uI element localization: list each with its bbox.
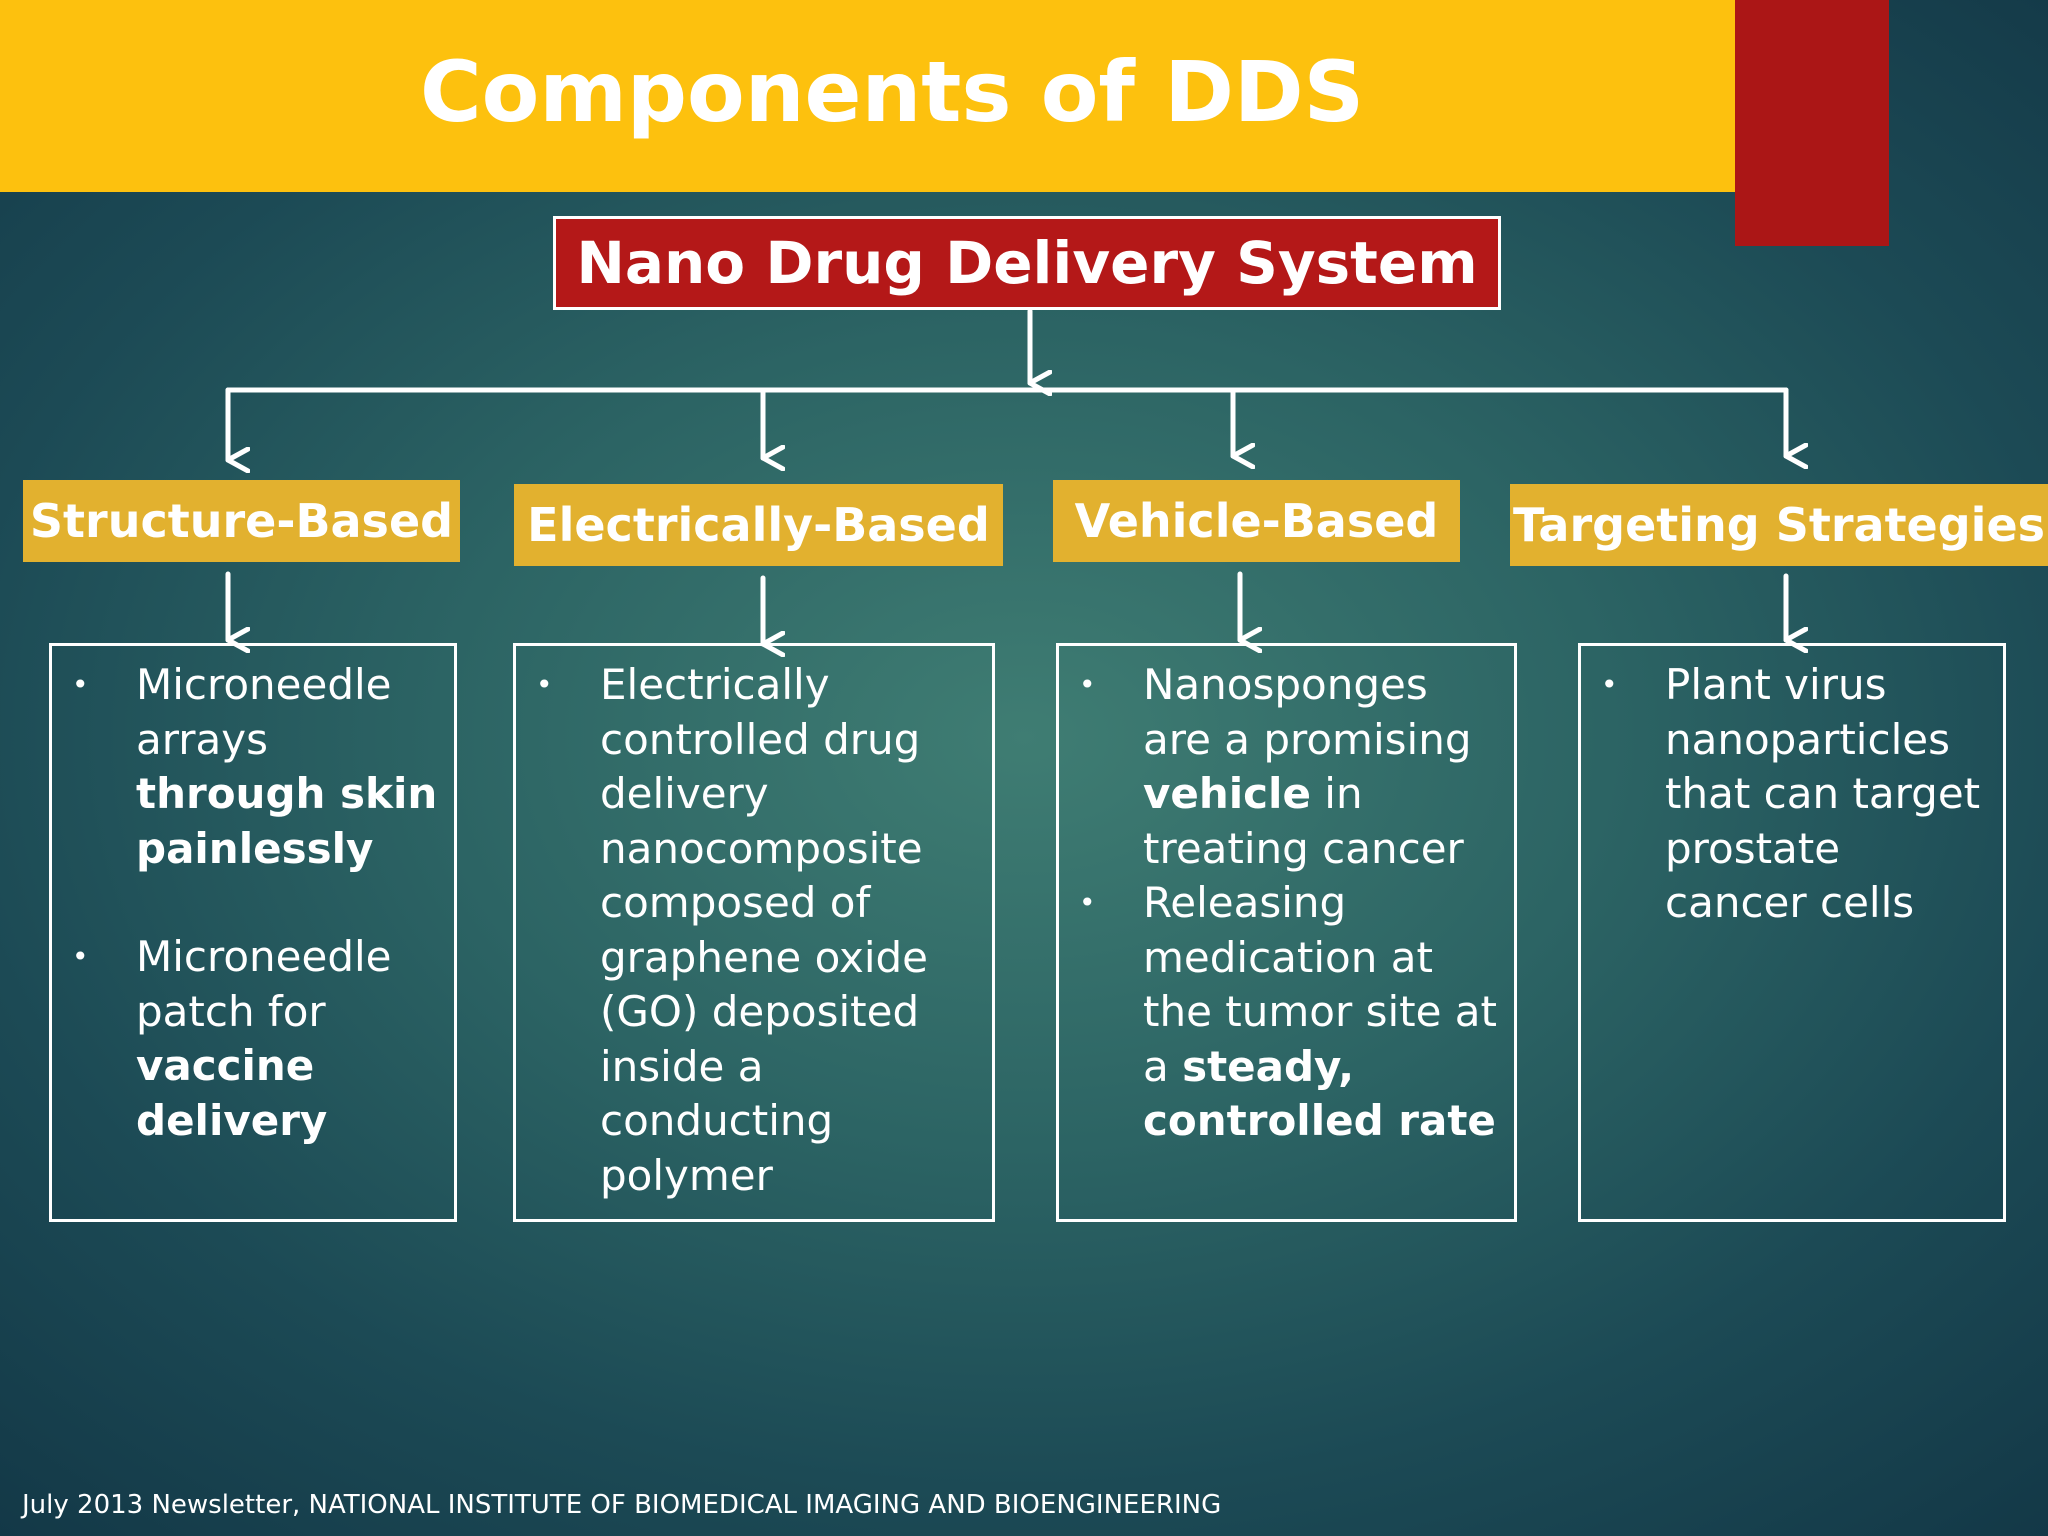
detail-box-vehicle-based: • Nanosponges are a promising vehicle in … [1056, 643, 1517, 1222]
bullet-item: • Releasing medication at the tumor site … [1059, 876, 1506, 1149]
detail-box-targeting-strategies: • Plant virus nanoparticles that can targ… [1578, 643, 2006, 1222]
bullet-list: • Plant virus nanoparticles that can targ… [1581, 658, 1995, 931]
bullet-item: • Microneedle patch for vaccine delivery [52, 930, 446, 1148]
bullet-item: • Microneedle arrays through skin painles… [52, 658, 446, 876]
title-bar [0, 0, 1750, 192]
bullet-icon: • [72, 940, 89, 973]
bullet-text: Nanosponges are a promising vehicle in t… [1143, 660, 1472, 873]
bullet-text: Releasing medication at the tumor site a… [1143, 878, 1498, 1145]
bullet-icon: • [536, 668, 553, 701]
bullet-text: Plant virus nanoparticles that can targe… [1665, 660, 1981, 927]
bullet-icon: • [1079, 886, 1096, 919]
root-node: Nano Drug Delivery System [553, 216, 1501, 310]
bullet-icon: • [1079, 668, 1096, 701]
bullet-text: Microneedle arrays through skin painless… [136, 660, 438, 873]
source-footer: July 2013 Newsletter, NATIONAL INSTITUTE… [22, 1490, 1222, 1520]
accent-red-tab [1735, 0, 1889, 246]
category-label: Electrically-Based [527, 498, 990, 552]
detail-box-electrically-based: • Electrically controlled drug delivery n… [513, 643, 995, 1222]
bullet-icon: • [72, 668, 89, 701]
bullet-icon: • [1601, 668, 1618, 701]
category-label: Structure-Based [29, 494, 454, 548]
slide-title: Components of DDS [420, 43, 1365, 141]
category-structure-based: Structure-Based [23, 480, 460, 562]
bullet-list: • Nanosponges are a promising vehicle in … [1059, 658, 1506, 1149]
bullet-text: Microneedle patch for vaccine delivery [136, 932, 392, 1145]
bullet-item: • Nanosponges are a promising vehicle in … [1059, 658, 1506, 876]
detail-box-structure-based: • Microneedle arrays through skin painles… [49, 643, 457, 1222]
bullet-text: Electrically controlled drug delivery na… [600, 660, 929, 1200]
category-electrically-based: Electrically-Based [514, 484, 1003, 566]
bullet-item: • Electrically controlled drug delivery n… [516, 658, 984, 1203]
bullet-item: • Plant virus nanoparticles that can targ… [1581, 658, 1995, 931]
category-vehicle-based: Vehicle-Based [1053, 480, 1460, 562]
bullet-list: • Microneedle arrays through skin painles… [52, 658, 446, 1148]
root-node-label: Nano Drug Delivery System [576, 229, 1478, 297]
category-label: Targeting Strategies [1512, 498, 2046, 552]
bullet-list: • Electrically controlled drug delivery n… [516, 658, 984, 1203]
category-label: Vehicle-Based [1074, 494, 1439, 548]
category-targeting-strategies: Targeting Strategies [1510, 484, 2048, 566]
